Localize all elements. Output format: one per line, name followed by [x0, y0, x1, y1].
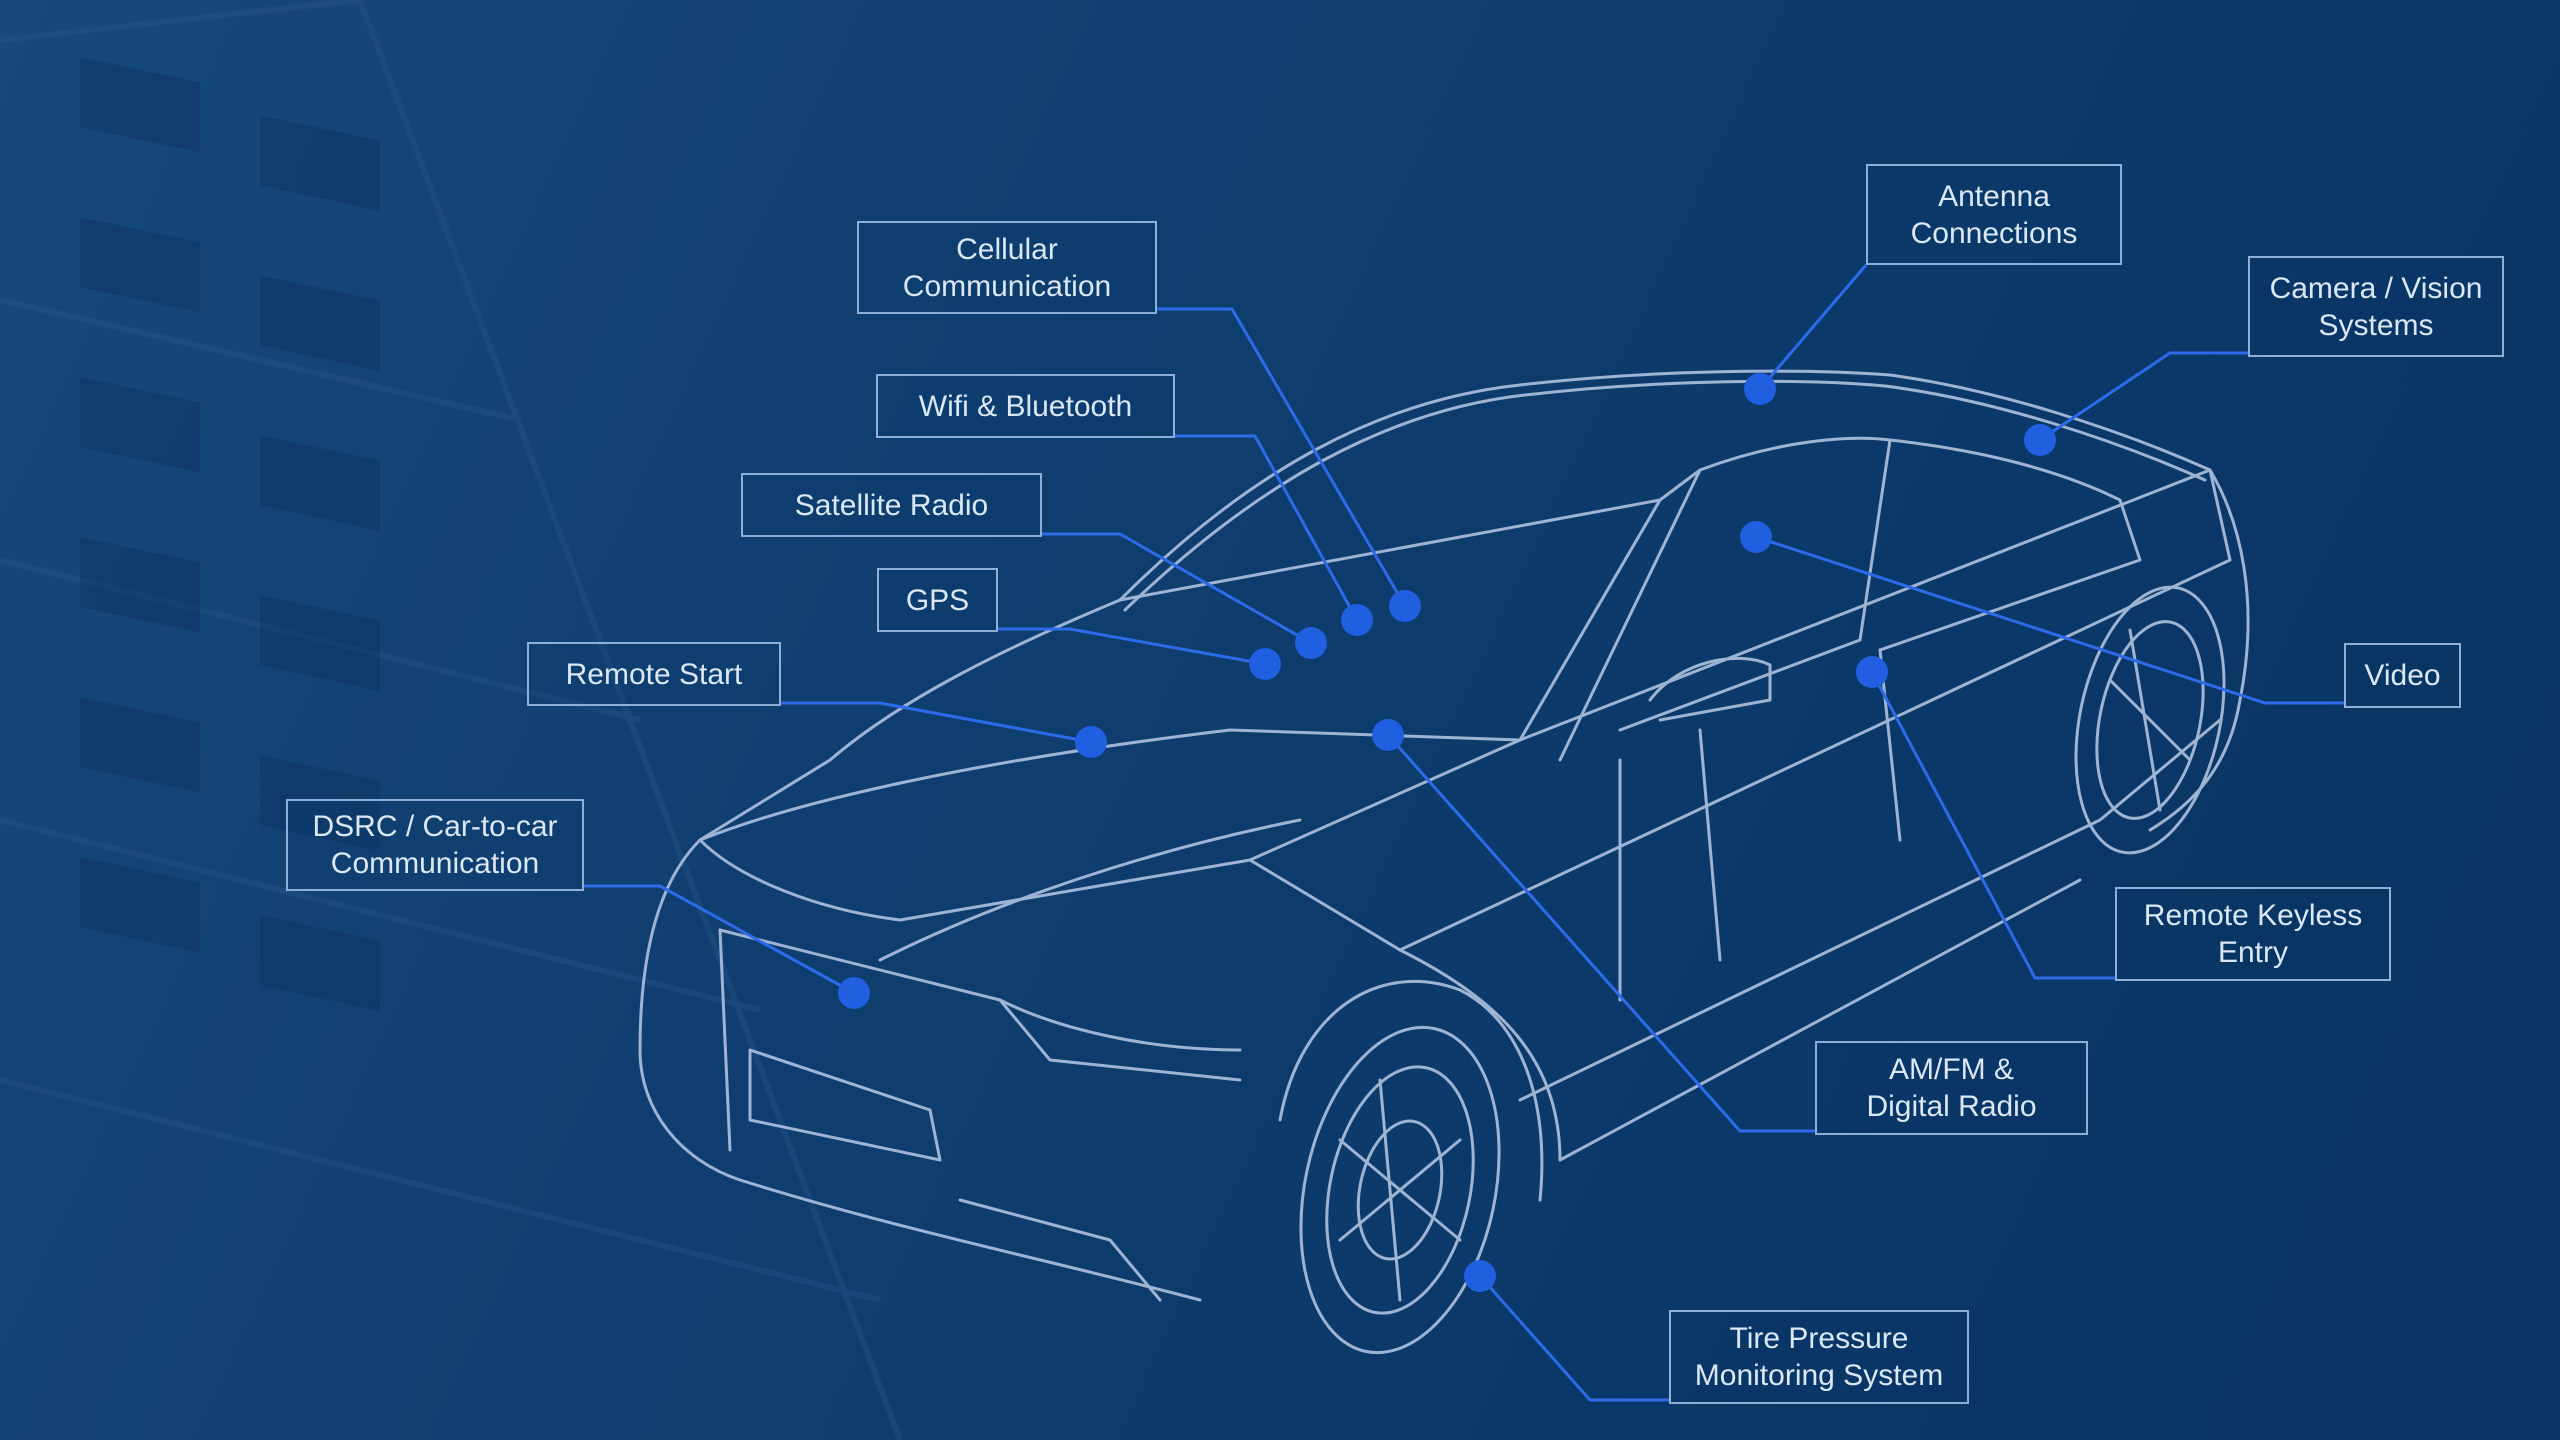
label-gps: GPS [877, 568, 998, 632]
leader-line-gps [998, 627, 1266, 666]
dot-dsrc [838, 977, 870, 1009]
label-wifi-bluetooth: Wifi & Bluetooth [876, 374, 1175, 438]
leader-line-wifi [1175, 434, 1359, 621]
leader-line-cellular [1157, 307, 1407, 607]
dot-remote-start [1075, 726, 1107, 758]
dot-wifi [1341, 604, 1373, 636]
dot-amfm [1372, 719, 1404, 751]
dot-keyless [1856, 656, 1888, 688]
leader-line-camera [2039, 351, 2248, 442]
leader-line-antenna [1758, 264, 1868, 390]
connection-dots [838, 373, 2056, 1292]
leader-line-keyless [1870, 671, 2115, 980]
dot-camera [2024, 424, 2056, 456]
leader-line-satellite [1042, 532, 1312, 645]
dot-antenna [1744, 373, 1776, 405]
label-antenna-connections: Antenna Connections [1866, 164, 2122, 265]
dot-satellite [1295, 627, 1327, 659]
leader-line-dsrc [584, 884, 855, 995]
label-remote-keyless-entry: Remote Keyless Entry [2115, 887, 2391, 981]
dot-gps [1249, 648, 1281, 680]
leader-line-amfm [1386, 734, 1815, 1133]
label-video: Video [2344, 643, 2461, 708]
label-camera-vision-systems: Camera / Vision Systems [2248, 256, 2504, 357]
label-am-fm-digital-radio: AM/FM & Digital Radio [1815, 1041, 2088, 1135]
leader-line-tire [1478, 1275, 1669, 1402]
label-cellular-communication: Cellular Communication [857, 221, 1157, 314]
car-outline [638, 369, 2250, 1355]
label-satellite-radio: Satellite Radio [741, 473, 1042, 537]
leader-line-remote-start [781, 701, 1092, 744]
leader-line-video [1755, 535, 2344, 705]
dot-tire [1464, 1260, 1496, 1292]
dot-video [1740, 521, 1772, 553]
leader-lines [584, 264, 2344, 1402]
label-dsrc-car-to-car: DSRC / Car-to-car Communication [286, 799, 584, 891]
label-tire-pressure-monitoring: Tire Pressure Monitoring System [1669, 1310, 1969, 1404]
label-remote-start: Remote Start [527, 642, 781, 706]
dot-cellular [1389, 590, 1421, 622]
